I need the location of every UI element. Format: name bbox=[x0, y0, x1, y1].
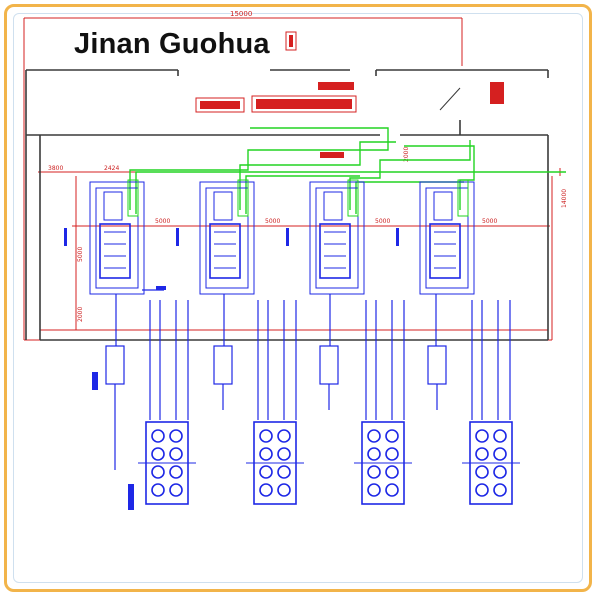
radiator-1 bbox=[462, 421, 520, 505]
building-walls bbox=[25, 69, 549, 341]
dim-vertical-2: 2000 bbox=[77, 307, 84, 322]
dim-left-offset: 3800 bbox=[48, 165, 63, 172]
exhaust-and-cable-lines bbox=[115, 289, 511, 420]
company-name: Jinan Guohua bbox=[74, 28, 270, 60]
silencers bbox=[105, 345, 447, 470]
dim-unit-offset: 2424 bbox=[104, 165, 119, 172]
generator-unit-1 bbox=[419, 179, 475, 295]
dim-spacing-4: 5000 bbox=[482, 218, 497, 225]
dim-spacing-1: 5000 bbox=[155, 218, 170, 225]
generator-units bbox=[89, 179, 475, 295]
drawing-inner-border bbox=[13, 13, 583, 583]
dim-spacing-3: 5000 bbox=[375, 218, 390, 225]
generator-unit-3 bbox=[199, 179, 255, 295]
blue-labels bbox=[92, 286, 166, 510]
radiator-3 bbox=[246, 421, 304, 505]
dim-spacing-2: 5000 bbox=[265, 218, 280, 225]
dimension-lines bbox=[23, 17, 561, 341]
dim-total-width: 15000 bbox=[230, 10, 252, 18]
generator-unit-2 bbox=[309, 179, 365, 295]
dim-room-height: 14000 bbox=[561, 189, 568, 208]
room-labels bbox=[195, 31, 504, 158]
generator-unit-4 bbox=[89, 179, 145, 295]
dim-vertical-1: 5000 bbox=[77, 247, 84, 262]
radiator-2 bbox=[354, 421, 412, 505]
radiator-4 bbox=[138, 421, 196, 505]
cooling-radiators bbox=[138, 421, 520, 505]
unit-tags bbox=[64, 228, 399, 246]
dim-right-label: 2000 bbox=[403, 147, 410, 162]
